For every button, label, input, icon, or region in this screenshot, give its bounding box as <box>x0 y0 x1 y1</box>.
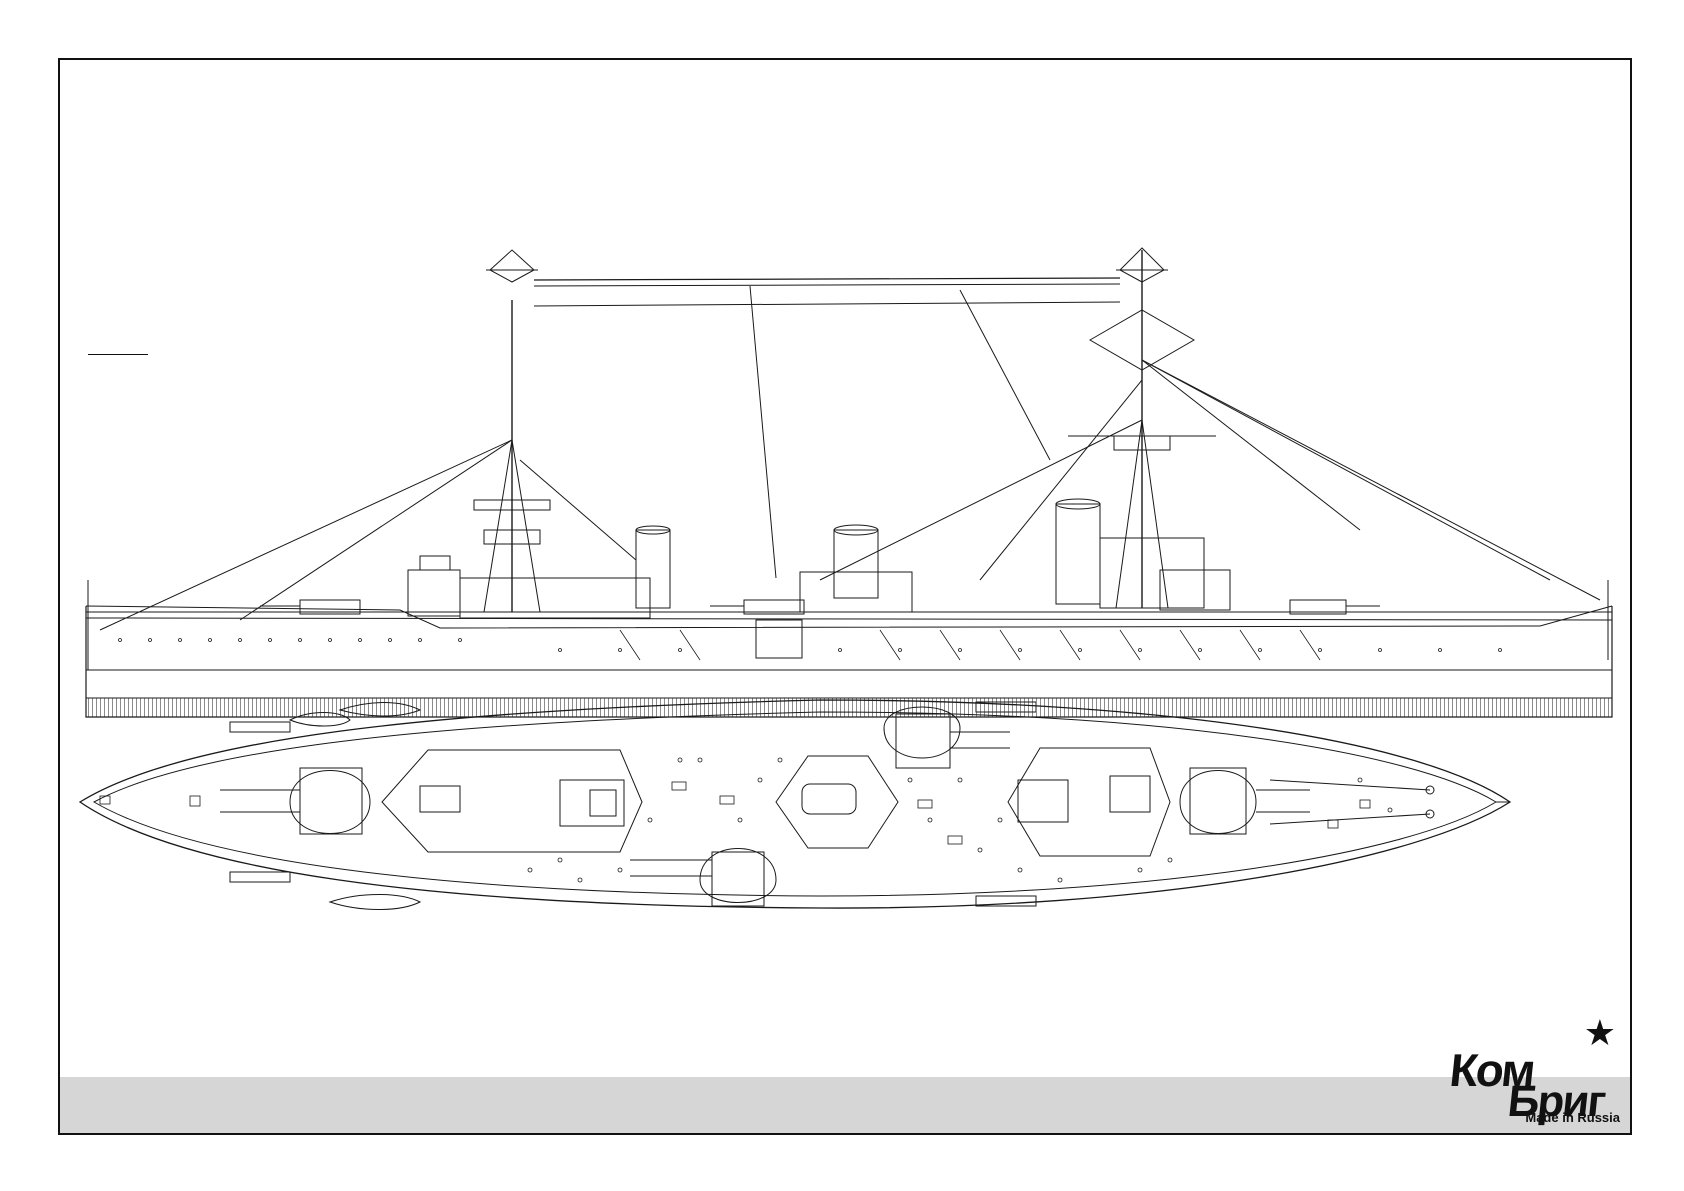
ship-drawing <box>60 60 1630 1080</box>
brand-logo: ★ Ком Бриг Made in Russia <box>1444 1015 1624 1125</box>
side-profile <box>86 248 1612 717</box>
brand-tagline: Made in Russia <box>1525 1110 1620 1125</box>
star-icon: ★ <box>1584 1015 1616 1051</box>
footer-band <box>60 1077 1630 1133</box>
drawing-frame: ★ Ком Бриг Made in Russia <box>58 58 1632 1135</box>
plan-view <box>80 700 1510 910</box>
